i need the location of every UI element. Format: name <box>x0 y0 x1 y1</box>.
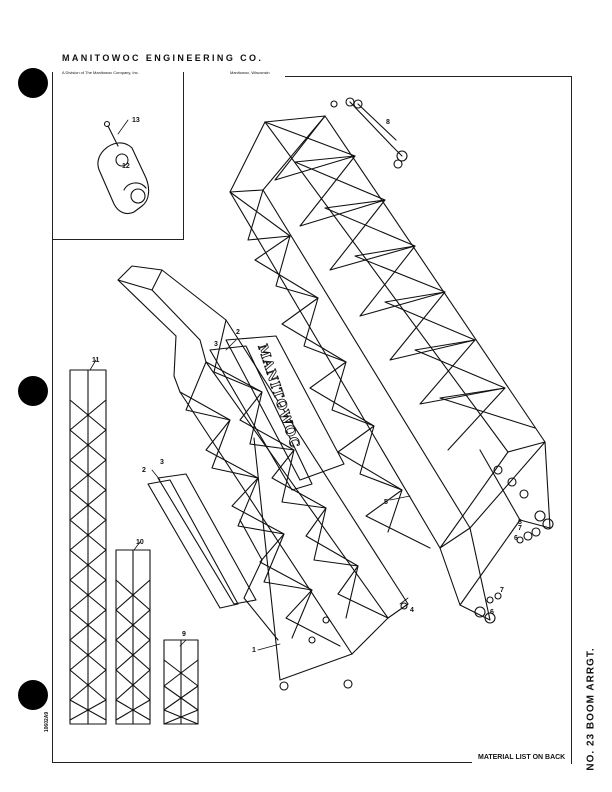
callout-10: 10 <box>136 539 144 546</box>
detail-inset-box <box>52 72 184 240</box>
callout-12: 12 <box>122 163 130 170</box>
company-name: MANITOWOC ENGINEERING CO. <box>62 53 264 63</box>
callout-leaders <box>89 119 411 651</box>
boom-insert-section <box>229 115 554 624</box>
form-number-block: 10602A9 <box>40 700 54 744</box>
callout-11: 11 <box>92 357 100 364</box>
callout-4: 4 <box>410 607 414 614</box>
sheet-title-block: NO. 23 BOOM ARRGT. <box>571 647 611 770</box>
callout-5: 5 <box>384 499 388 506</box>
name-sign-plates <box>147 335 345 609</box>
pin-sets <box>486 527 541 604</box>
binder-hole-top <box>18 68 48 98</box>
frame-bottom-rule <box>52 762 472 763</box>
binder-hole-bottom <box>18 680 48 710</box>
callout-3-lower: 3 <box>160 459 164 466</box>
division-line: A Division of The Manitowoc Company, Inc… <box>62 70 139 75</box>
binder-hole-middle <box>18 376 48 406</box>
callout-8-upper: 8 <box>386 119 390 126</box>
callout-8-lower: 8 <box>518 519 522 526</box>
inset-fitting-detail <box>97 120 150 215</box>
boom-butt-section <box>117 265 409 691</box>
form-number: 10602A9 <box>44 711 50 733</box>
callout-9: 9 <box>182 631 186 638</box>
callout-6-lower: 6 <box>490 609 494 616</box>
frame-left-rule <box>52 72 53 762</box>
material-list-note: MATERIAL LIST ON BACK <box>478 754 566 761</box>
callout-3-upper: 3 <box>214 341 218 348</box>
location-line: Manitowoc, Wisconsin <box>230 70 270 75</box>
frame-right-rule <box>571 76 572 764</box>
pendant-link-assembly <box>330 97 408 169</box>
callout-7-upper: 7 <box>518 525 522 532</box>
callout-7-lower: 7 <box>500 587 504 594</box>
header-rule <box>285 76 571 77</box>
boom-insert-9 <box>163 639 199 725</box>
callout-2-upper: 2 <box>236 329 240 336</box>
callout-1: 1 <box>252 647 256 654</box>
sheet-title: NO. 23 BOOM ARRGT. <box>585 647 597 771</box>
boom-insert-10 <box>115 549 151 725</box>
boom-insert-11 <box>69 369 107 725</box>
callout-13: 13 <box>132 117 140 124</box>
callout-2-lower: 2 <box>142 467 146 474</box>
callout-6-upper: 6 <box>514 535 518 542</box>
